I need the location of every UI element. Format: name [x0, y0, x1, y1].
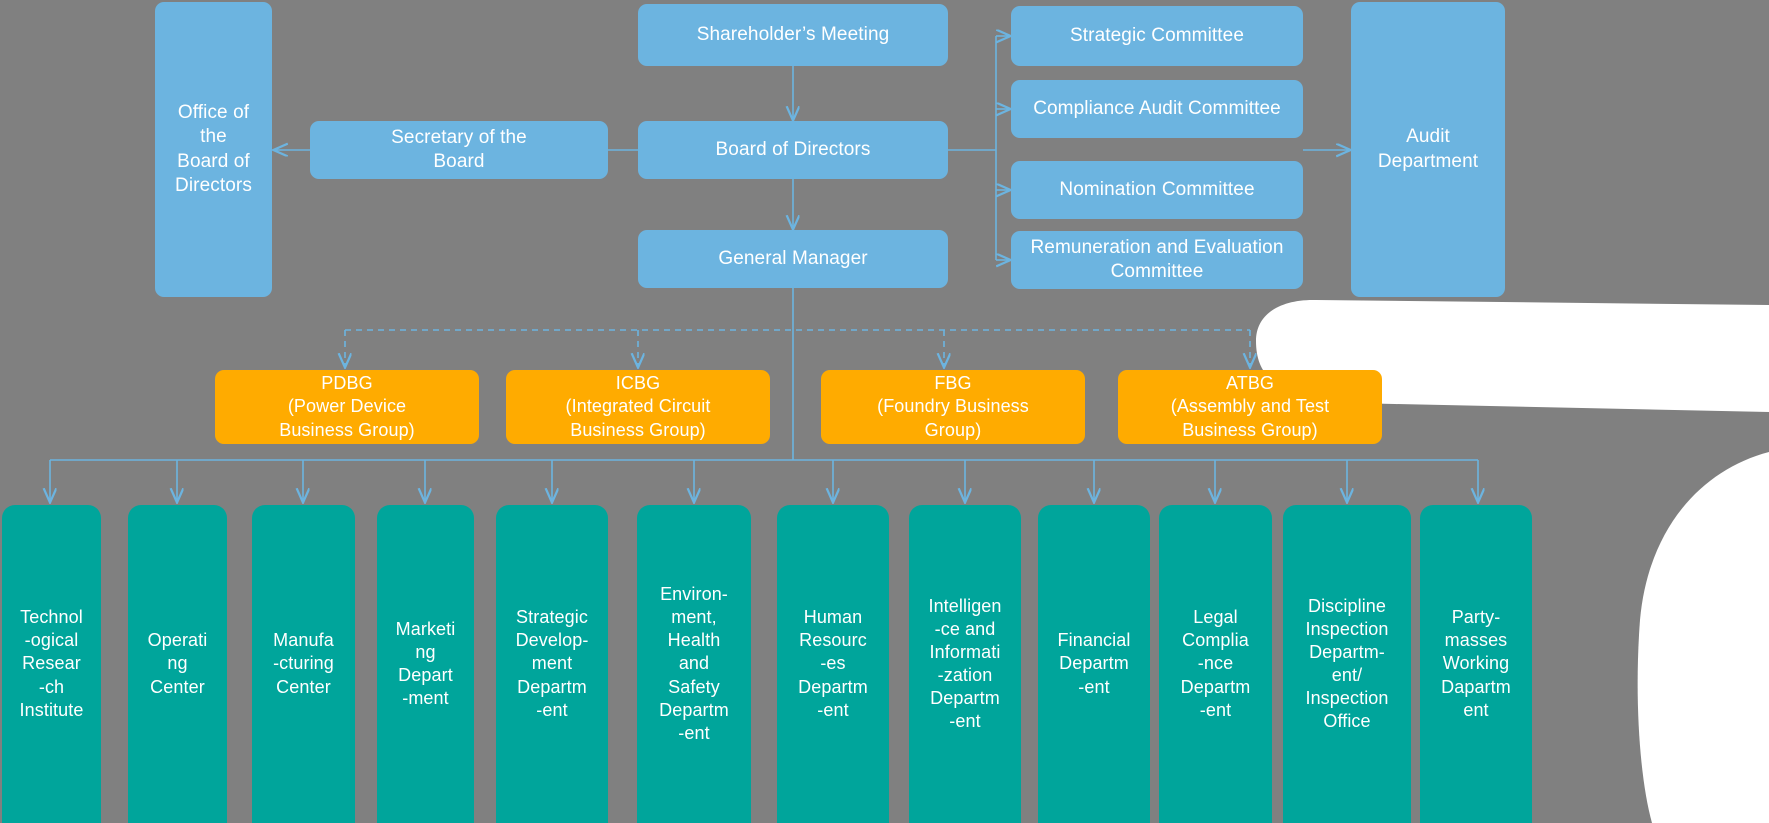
- node-business-group-pdbg[interactable]: PDBG (Power Device Business Group): [215, 370, 479, 444]
- node-remuneration-and-evaluation-committee[interactable]: Remuneration and Evaluation Committee: [1011, 231, 1303, 289]
- node-general-manager[interactable]: General Manager: [638, 230, 948, 288]
- node-department-intelligence-and-informatization[interactable]: Intelligen -ce and Informati -zation Dep…: [909, 505, 1021, 823]
- node-department-human-resources[interactable]: Human Resourc -es Departm -ent: [777, 505, 889, 823]
- node-compliance-audit-committee[interactable]: Compliance Audit Committee: [1011, 80, 1303, 138]
- node-business-group-atbg[interactable]: ATBG (Assembly and Test Business Group): [1118, 370, 1382, 444]
- node-office-of-the-board[interactable]: Office of the Board of Directors: [155, 2, 272, 297]
- node-board-of-directors[interactable]: Board of Directors: [638, 121, 948, 179]
- node-department-financial[interactable]: Financial Departm -ent: [1038, 505, 1150, 823]
- node-business-group-fbg[interactable]: FBG (Foundry Business Group): [821, 370, 1085, 444]
- node-department-manufacturing-center[interactable]: Manufa -cturing Center: [252, 505, 355, 823]
- white-swoosh-overlay-lower: [1637, 452, 1769, 823]
- node-department-operating-center[interactable]: Operati ng Center: [128, 505, 227, 823]
- node-department-environment-health-safety[interactable]: Environ- ment, Health and Safety Departm…: [637, 505, 751, 823]
- node-department-party-masses-working[interactable]: Party- masses Working Dapartm ent: [1420, 505, 1532, 823]
- node-shareholders-meeting[interactable]: Shareholder’s Meeting: [638, 4, 948, 66]
- node-strategic-committee[interactable]: Strategic Committee: [1011, 6, 1303, 66]
- node-department-technological-research-institute[interactable]: Technol -ogical Resear -ch Institute: [2, 505, 101, 823]
- node-department-strategic-development[interactable]: Strategic Develop- ment Departm -ent: [496, 505, 608, 823]
- node-department-discipline-inspection[interactable]: Discipline Inspection Departm- ent/ Insp…: [1283, 505, 1411, 823]
- node-business-group-icbg[interactable]: ICBG (Integrated Circuit Business Group): [506, 370, 770, 444]
- node-audit-department[interactable]: Audit Department: [1351, 2, 1505, 297]
- node-nomination-committee[interactable]: Nomination Committee: [1011, 161, 1303, 219]
- node-secretary-of-the-board[interactable]: Secretary of the Board: [310, 121, 608, 179]
- node-department-legal-compliance[interactable]: Legal Complia -nce Departm -ent: [1159, 505, 1272, 823]
- node-department-marketing[interactable]: Marketi ng Depart -ment: [377, 505, 474, 823]
